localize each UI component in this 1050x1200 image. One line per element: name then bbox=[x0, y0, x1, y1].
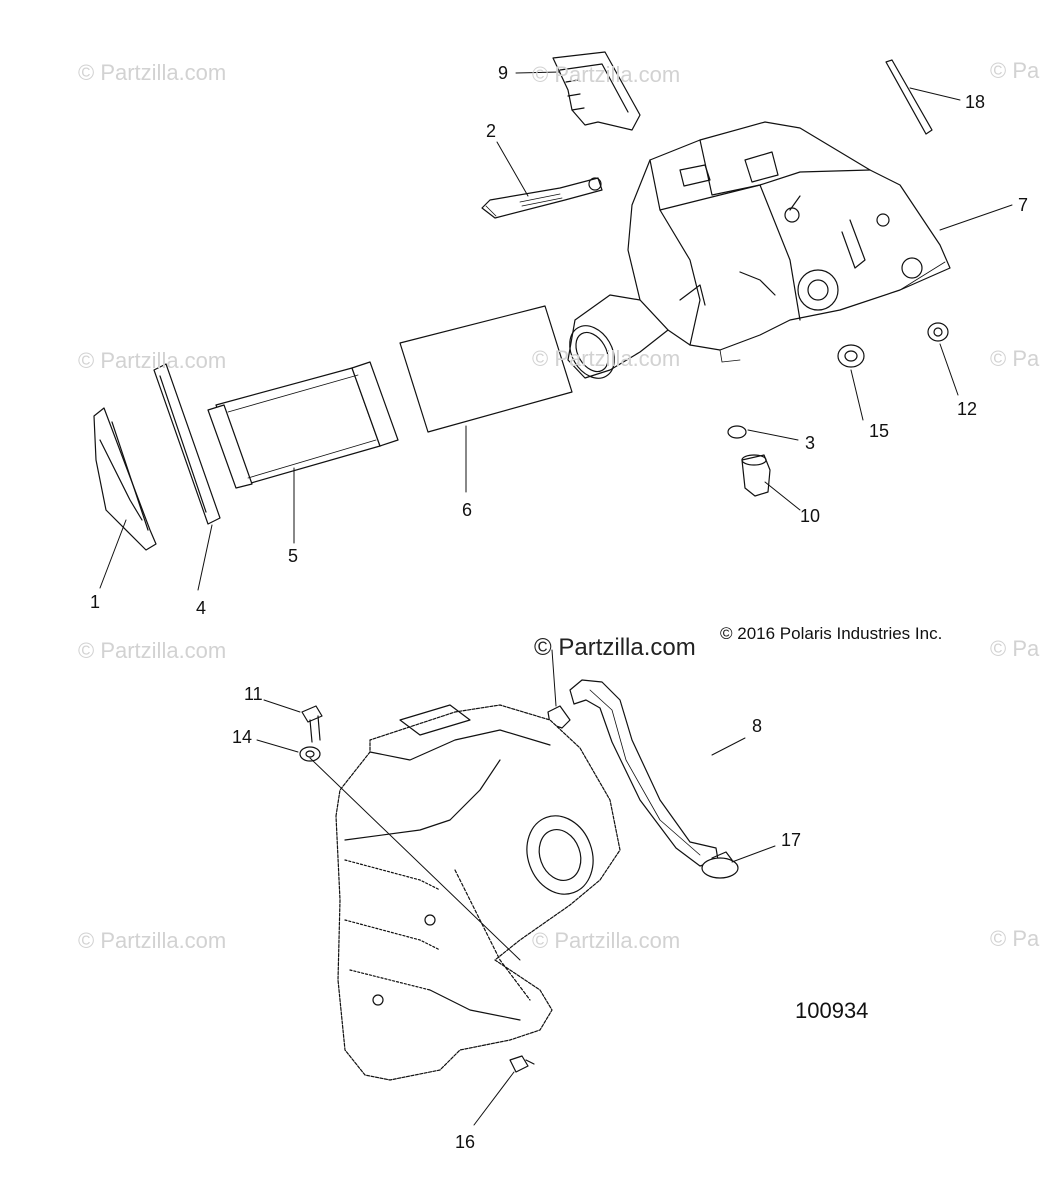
callout-17: 17 bbox=[781, 830, 802, 850]
callout-4: 4 bbox=[196, 598, 207, 618]
part-16-bolt bbox=[509, 1055, 535, 1073]
watermark: © Partzilla.com bbox=[532, 62, 681, 87]
leader-lines bbox=[99, 71, 1013, 1126]
part-3-oring bbox=[727, 425, 747, 439]
part-1-cover bbox=[93, 407, 157, 551]
callout-5: 5 bbox=[288, 546, 299, 566]
part-18-strip bbox=[885, 59, 933, 135]
drawing-number: 100934 bbox=[795, 998, 869, 1023]
copyright-notice: © 2016 Polaris Industries Inc. bbox=[720, 624, 943, 643]
watermark: © Partzilla.com bbox=[78, 348, 227, 373]
part-7-airbox-lower bbox=[627, 121, 951, 363]
callout-14: 14 bbox=[232, 727, 253, 747]
watermark: © Pa bbox=[990, 346, 1040, 371]
callout-1: 1 bbox=[90, 592, 101, 612]
watermark-prominent: © Partzilla.com bbox=[534, 634, 696, 661]
part-4-gasket bbox=[153, 363, 221, 525]
watermark: © Pa bbox=[990, 926, 1040, 951]
callout-9: 9 bbox=[498, 63, 509, 83]
callout-15: 15 bbox=[869, 421, 890, 441]
watermark: © Partzilla.com bbox=[78, 60, 227, 85]
part-5-filter bbox=[207, 361, 399, 489]
watermark: © Pa bbox=[990, 636, 1040, 661]
callout-18: 18 bbox=[965, 92, 986, 112]
callout-11: 11 bbox=[244, 684, 263, 704]
watermark: © Partzilla.com bbox=[78, 638, 227, 663]
callout-16: 16 bbox=[455, 1132, 476, 1152]
part-12-grommet bbox=[927, 322, 949, 342]
part-10-plug bbox=[741, 454, 771, 497]
part-11-bolt bbox=[301, 705, 323, 743]
airbox-inlet bbox=[567, 294, 669, 379]
watermark: © Partzilla.com bbox=[78, 928, 227, 953]
callout-7: 7 bbox=[1018, 195, 1029, 215]
watermark: © Pa bbox=[990, 58, 1040, 83]
part-15-grommet bbox=[837, 344, 865, 368]
callout-12: 12 bbox=[957, 399, 978, 419]
callout-6: 6 bbox=[462, 500, 473, 520]
part-2-strap bbox=[481, 177, 603, 219]
lower-airbox-assembly bbox=[335, 704, 621, 1081]
part-9-bracket bbox=[552, 51, 641, 131]
watermark: © Partzilla.com bbox=[532, 928, 681, 953]
part-6-prefilter bbox=[399, 305, 573, 433]
part-14-washer bbox=[299, 746, 321, 762]
watermark: © Partzilla.com bbox=[532, 346, 681, 371]
callout-2: 2 bbox=[486, 121, 497, 141]
part-17-clamp bbox=[701, 851, 739, 879]
callout-3: 3 bbox=[805, 433, 816, 453]
callout-10: 10 bbox=[800, 506, 821, 526]
callout-8: 8 bbox=[752, 716, 763, 736]
